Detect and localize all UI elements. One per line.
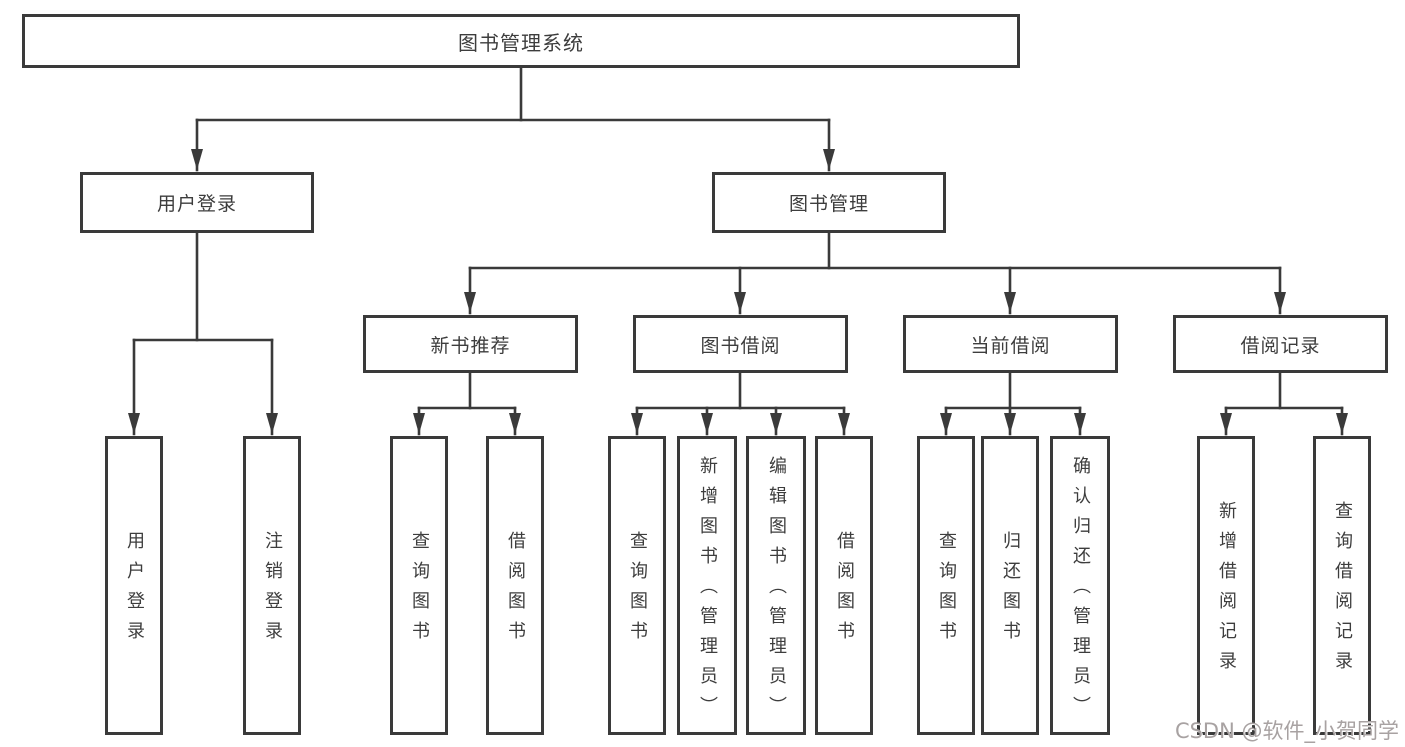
leaf-add-book-admin: 新增图书（管理员） <box>677 436 737 735</box>
leaf-borrow-book: 借阅图书 <box>815 436 873 735</box>
node-label: 图书借阅 <box>700 334 781 357</box>
leaf-query-borrow-record: 查询借阅记录 <box>1313 436 1371 735</box>
leaf-label: 归还图书 <box>1000 530 1021 651</box>
node-label: 用户登录 <box>156 193 237 215</box>
leaf-borrow-book-recommend: 借阅图书 <box>486 436 544 735</box>
node-label: 图书管理 <box>788 193 869 215</box>
leaf-edit-book-admin: 编辑图书（管理员） <box>746 436 806 735</box>
node-borrowing-records: 借阅记录 <box>1173 315 1388 373</box>
leaf-add-borrow-record: 新增借阅记录 <box>1197 436 1255 735</box>
leaf-return-book: 归还图书 <box>981 436 1039 735</box>
node-library-management-system: 图书管理系统 <box>22 14 1020 68</box>
leaf-label: 编辑图书（管理员） <box>766 455 787 726</box>
node-user-login-branch: 用户登录 <box>80 172 314 233</box>
leaf-label: 新增图书（管理员） <box>697 455 718 726</box>
leaf-label: 注销登录 <box>262 530 283 651</box>
leaf-label: 借阅图书 <box>505 530 526 651</box>
node-label: 当前借阅 <box>970 334 1051 357</box>
leaf-query-book-current: 查询图书 <box>917 436 975 735</box>
csdn-watermark: CSDN @软件_小贺同学 <box>1174 719 1399 743</box>
node-current-borrowing: 当前借阅 <box>903 315 1118 373</box>
node-label: 新书推荐 <box>430 334 511 357</box>
leaf-label: 查询图书 <box>409 530 430 651</box>
leaf-label: 借阅图书 <box>834 530 855 651</box>
node-new-book-recommendation: 新书推荐 <box>363 315 578 373</box>
leaf-label: 用户登录 <box>124 530 145 651</box>
node-label: 借阅记录 <box>1240 334 1321 357</box>
node-book-management-branch: 图书管理 <box>712 172 946 233</box>
leaf-label: 查询借阅记录 <box>1332 500 1353 681</box>
node-label: 图书管理系统 <box>458 30 584 55</box>
leaf-confirm-return-admin: 确认归还（管理员） <box>1050 436 1110 735</box>
leaf-query-book-borrowing: 查询图书 <box>608 436 666 735</box>
leaf-label: 查询图书 <box>936 530 957 651</box>
leaf-logout: 注销登录 <box>243 436 301 735</box>
leaf-user-login: 用户登录 <box>105 436 163 735</box>
leaf-query-book-recommend: 查询图书 <box>390 436 448 735</box>
leaf-label: 确认归还（管理员） <box>1070 455 1091 726</box>
leaf-label: 查询图书 <box>627 530 648 651</box>
node-book-borrowing: 图书借阅 <box>633 315 848 373</box>
leaf-label: 新增借阅记录 <box>1216 500 1237 681</box>
